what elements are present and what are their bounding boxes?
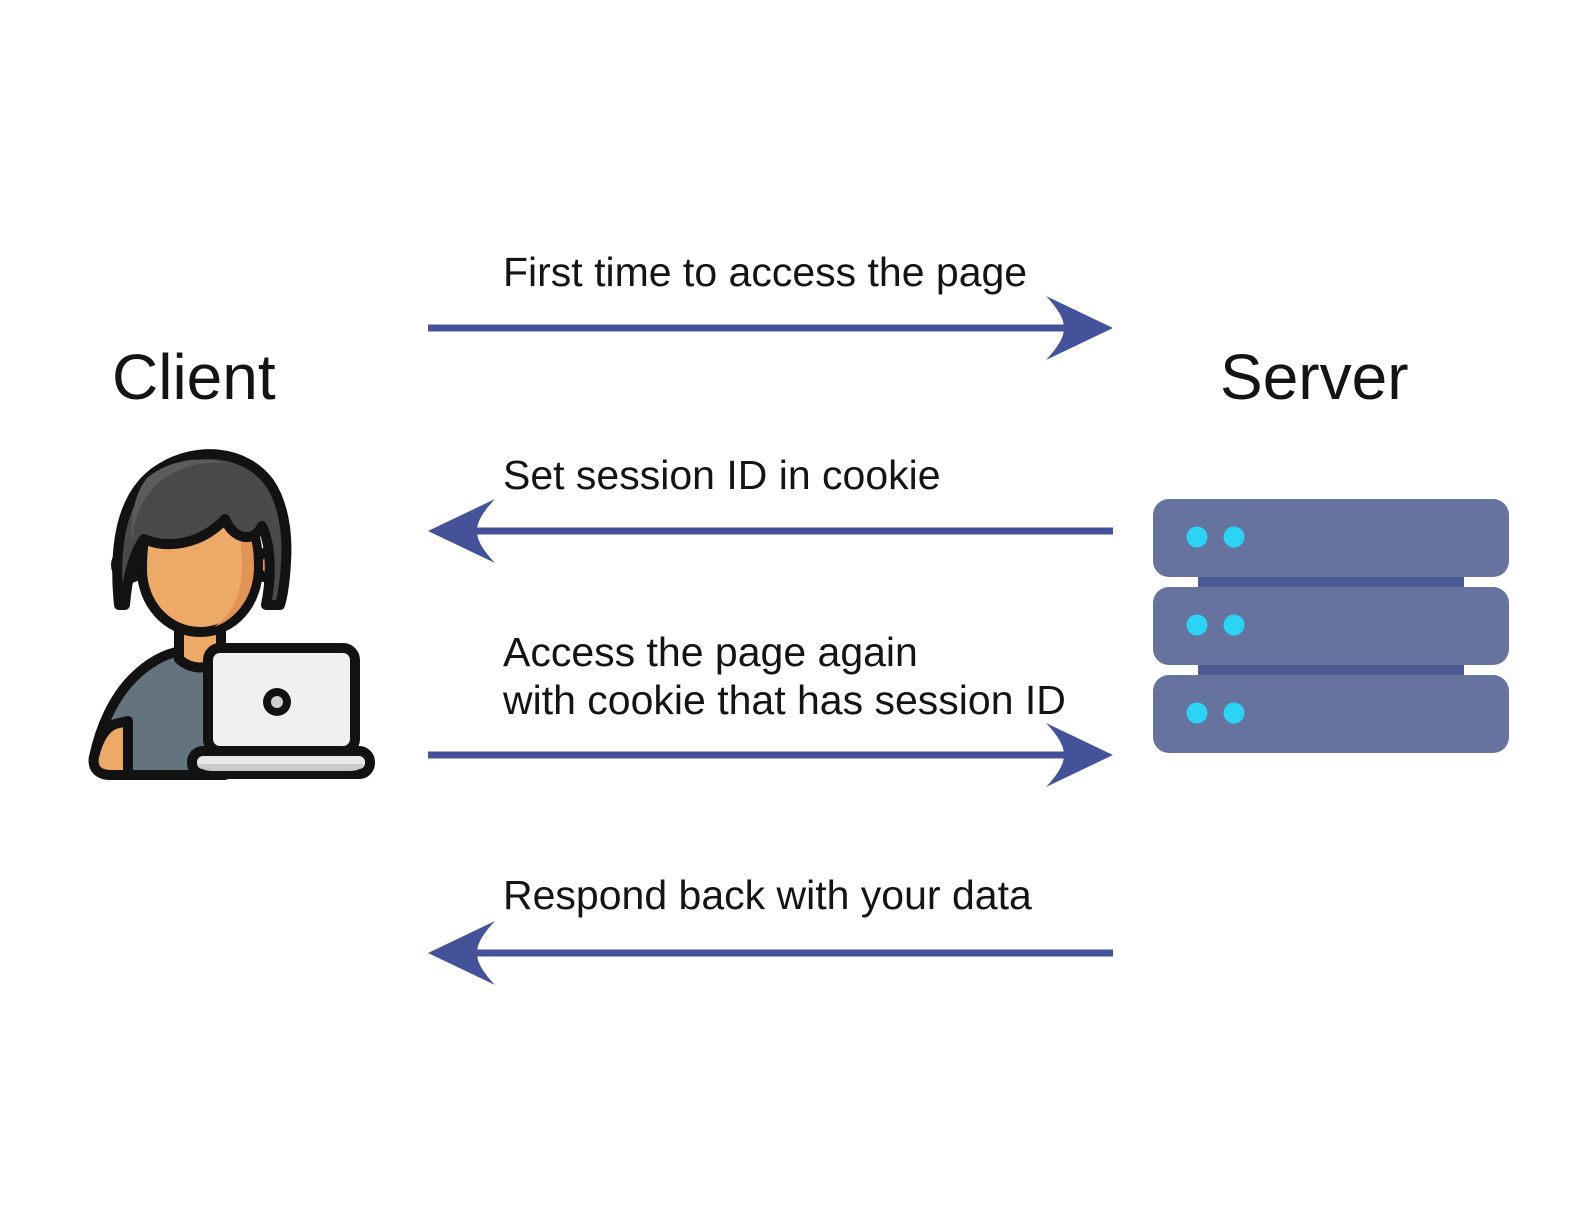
- message-2-label: Set session ID in cookie: [503, 451, 941, 499]
- server-led: [1186, 526, 1208, 548]
- server-led: [1223, 526, 1245, 548]
- message-4-label: Respond back with your data: [503, 871, 1032, 919]
- server-led: [1223, 702, 1245, 724]
- server-slab-2: [1153, 587, 1509, 665]
- server-stack-icon: [1153, 499, 1509, 753]
- message-1-arrow-right-icon: [428, 296, 1113, 360]
- laptop-logo-inner: [271, 696, 283, 708]
- message-text-line: Set session ID in cookie: [503, 452, 941, 498]
- message-3-label: Access the page again with cookie that h…: [503, 628, 1066, 724]
- person-at-laptop-icon: [88, 449, 375, 780]
- message-3-arrow-right-icon: [428, 723, 1113, 787]
- hair-highlight: [131, 459, 224, 539]
- message-text-line: with cookie that has session ID: [503, 677, 1066, 723]
- face-shade: [214, 514, 254, 627]
- client-label: Client: [112, 341, 276, 413]
- message-4-arrow-left-icon: [428, 921, 1113, 985]
- server-slab-1: [1153, 499, 1509, 577]
- server-slab-3: [1153, 675, 1509, 753]
- message-text-line: First time to access the page: [503, 249, 1028, 295]
- server-led: [1186, 614, 1208, 636]
- message-text-line: Respond back with your data: [503, 872, 1032, 918]
- message-1-label: First time to access the page: [503, 248, 1027, 296]
- server-led: [1186, 702, 1208, 724]
- laptop-base-shade: [198, 764, 364, 771]
- message-2-arrow-left-icon: [428, 499, 1113, 563]
- server-label: Server: [1220, 341, 1409, 413]
- message-text-line: Access the page again: [503, 629, 918, 675]
- server-led: [1223, 614, 1245, 636]
- arm-shape: [88, 716, 133, 780]
- hair-shape: [112, 449, 292, 610]
